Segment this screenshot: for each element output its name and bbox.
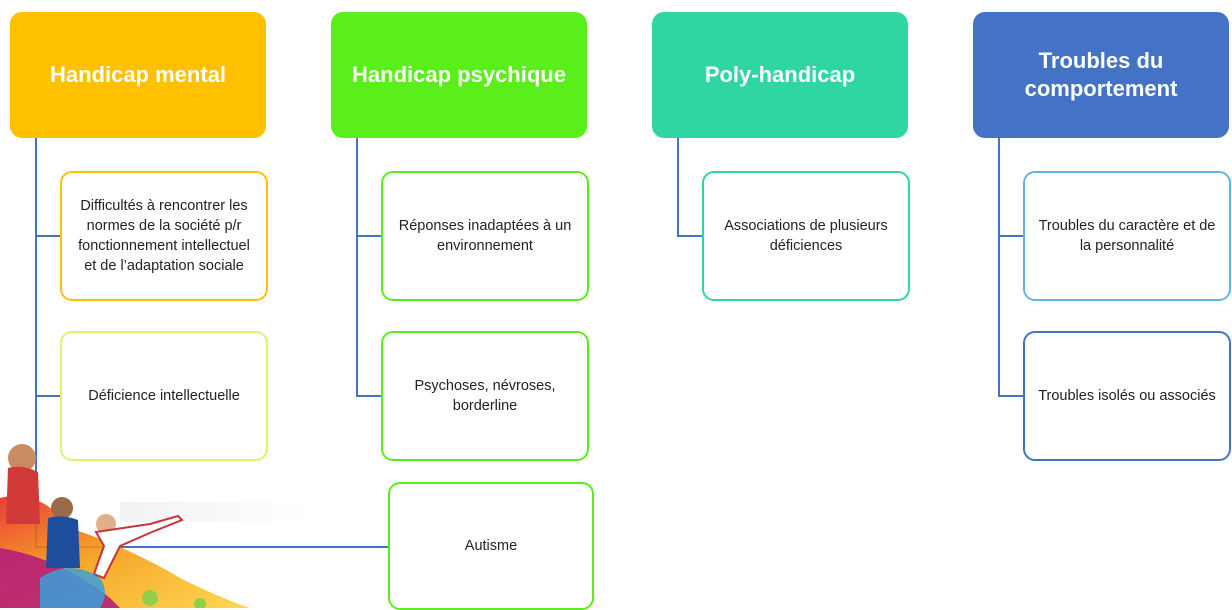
node-troubles-caractere-label: Troubles du caractère et de la personnal… xyxy=(1038,218,1216,254)
node-poly-associations-label: Associations de plusieurs déficiences xyxy=(724,218,888,254)
node-mental-deficience-label: Déficience intellectuelle xyxy=(88,388,240,404)
node-autisme-label: Autisme xyxy=(464,538,518,554)
node-psychique-reponses-label: Réponses inadaptées à un environnement xyxy=(398,218,572,254)
node-autisme: Autisme xyxy=(388,482,594,610)
header-poly-handicap: Poly-handicap xyxy=(652,12,908,138)
node-troubles-isoles-label: Troubles isolés ou associés xyxy=(1038,388,1216,404)
connector-psychique-2 xyxy=(356,395,382,397)
connector-poly-trunk xyxy=(677,138,679,237)
header-handicap-mental: Handicap mental xyxy=(10,12,266,138)
node-mental-deficience: Déficience intellectuelle xyxy=(60,331,268,461)
header-handicap-mental-label: Handicap mental xyxy=(49,62,227,87)
header-handicap-psychique: Handicap psychique xyxy=(331,12,587,138)
connector-mental-1 xyxy=(35,235,61,237)
node-psychique-psychoses: Psychoses, névroses, borderline xyxy=(381,331,589,461)
athletes-collage-icon xyxy=(0,444,308,608)
connector-troubles-trunk xyxy=(998,138,1000,397)
header-troubles-comportement: Troubles du comportement xyxy=(973,12,1229,138)
node-psychique-psychoses-label: Psychoses, névroses, borderline xyxy=(414,378,556,414)
node-troubles-caractere: Troubles du caractère et de la personnal… xyxy=(1023,171,1231,301)
node-mental-difficultes: Difficultés à rencontrer les normes de l… xyxy=(60,171,268,301)
header-poly-handicap-label: Poly-handicap xyxy=(704,62,856,87)
header-troubles-comportement-label: Troubles du comportement xyxy=(1024,48,1178,101)
node-psychique-reponses: Réponses inadaptées à un environnement xyxy=(381,171,589,301)
connector-psychique-trunk xyxy=(356,138,358,397)
connector-troubles-2 xyxy=(998,395,1024,397)
connector-mental-2 xyxy=(35,395,61,397)
connector-troubles-1 xyxy=(998,235,1024,237)
node-poly-associations: Associations de plusieurs déficiences xyxy=(702,171,910,301)
header-handicap-psychique-label: Handicap psychique xyxy=(352,62,566,87)
connector-mental-trunk xyxy=(35,138,37,548)
connector-psychique-1 xyxy=(356,235,382,237)
node-troubles-isoles: Troubles isolés ou associés xyxy=(1023,331,1231,461)
connector-autisme xyxy=(35,546,389,548)
connector-poly-1 xyxy=(677,235,703,237)
node-mental-difficultes-label: Difficultés à rencontrer les normes de l… xyxy=(78,198,250,274)
